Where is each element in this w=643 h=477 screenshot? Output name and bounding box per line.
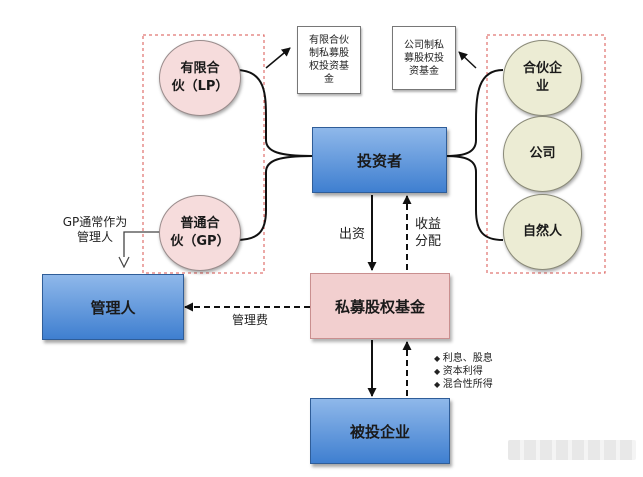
arrow-to-partnership-note — [265, 47, 291, 69]
arrow-to-company-note — [458, 51, 477, 69]
returns-item: 资本利得 — [434, 365, 493, 378]
arrow-gp-as-manager — [124, 231, 160, 266]
company-node: 公司 — [503, 116, 582, 192]
right-brace — [445, 69, 504, 241]
returns-item: 利息、股息 — [434, 352, 493, 365]
left-investor-group — [142, 34, 265, 274]
fund-box: 私募股权基金 — [310, 273, 450, 339]
left-brace — [235, 69, 313, 241]
management-fee-label: 管理费 — [232, 313, 269, 327]
lp-node: 有限合 伙（LP） — [159, 40, 241, 116]
natural-person-node: 自然人 — [503, 194, 582, 270]
right-investor-group — [486, 34, 606, 274]
gp-manager-label: GP通常作为 管理人 — [62, 215, 128, 244]
partnership-node: 合伙企 业 — [503, 40, 582, 116]
contribution-label: 出资 — [339, 227, 366, 242]
gp-node: 普通合 伙（GP） — [159, 195, 241, 271]
profit-distribution-label: 收益 分配 — [415, 217, 442, 249]
returns-item: 混合性所得 — [434, 378, 493, 391]
portfolio-box: 被投企业 — [310, 398, 450, 464]
watermark — [508, 440, 636, 460]
manager-box: 管理人 — [42, 274, 184, 340]
partnership-fund-note: 有限合伙 制私募股 权投资基 金 — [297, 26, 361, 94]
returns-list: 利息、股息 资本利得 混合性所得 — [434, 352, 493, 391]
company-fund-note: 公司制私 募股权投 资基金 — [392, 26, 456, 90]
investor-box: 投资者 — [312, 127, 447, 193]
